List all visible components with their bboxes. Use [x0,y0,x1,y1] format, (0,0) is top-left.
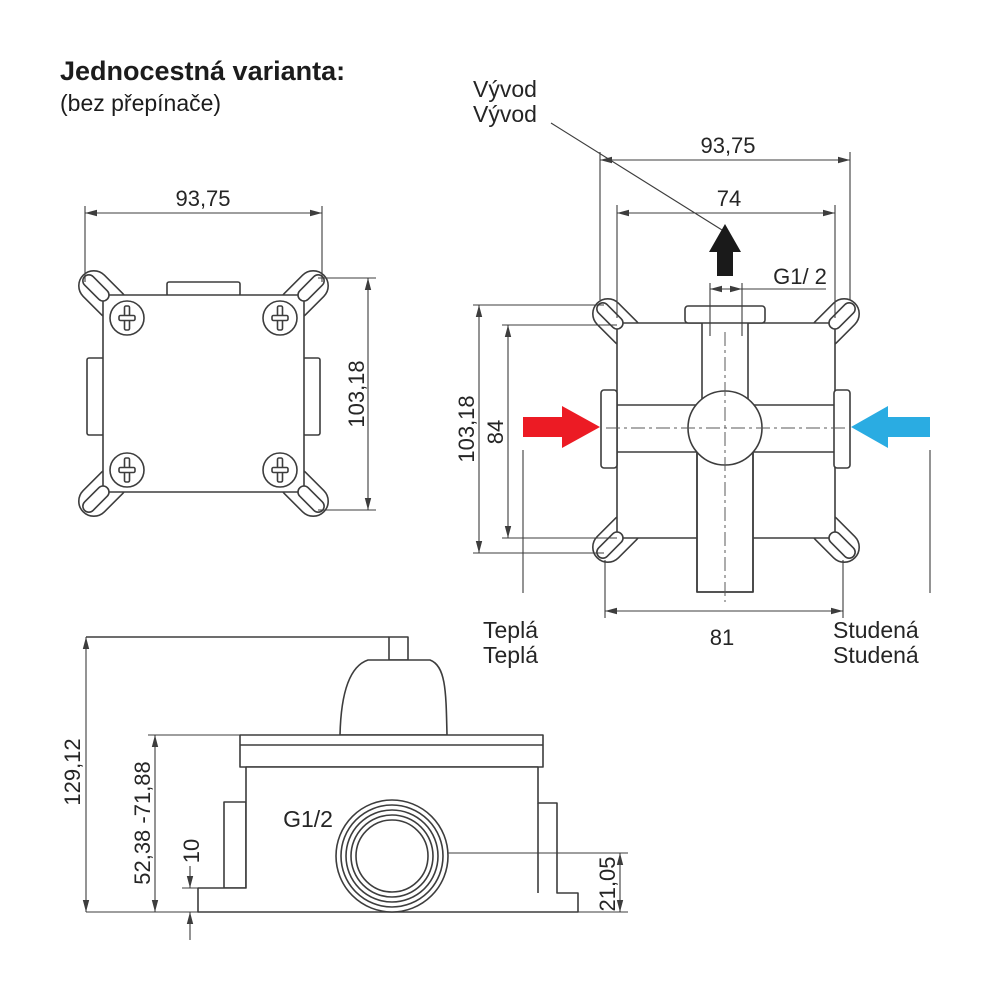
side-wing-left [223,801,247,889]
dim-step: 10 [179,839,204,863]
flow-view: Vývod Vývod Teplá Teplá Studená Studená … [454,76,931,668]
top-stub [388,636,409,661]
dim-port-height: 21,05 [595,856,620,911]
top-tab [166,281,241,297]
outlet-cap [684,305,766,324]
hot-inlet-flange [600,389,618,469]
hot-label: Teplá [483,642,538,668]
mounting-plate [102,294,305,493]
outlet-leader-line [550,122,723,231]
dim-overall-height: 103,18 [454,395,479,462]
flow-view-dimensions: 93,75 74 G1/ 2 103,18 84 81 [454,133,851,650]
dim-outlet-width: 74 [717,186,741,211]
phillips-screw-icon [109,300,298,488]
hot-label: Teplá [483,617,538,643]
cold-water-arrow-icon [851,406,930,448]
front-view: 93,75 103,18 [78,186,376,517]
port-thread-label: G1/2 [283,806,333,832]
dim-mount-depth-range: 52,38 -71,88 [130,761,155,885]
dim-bottom-width: 81 [710,625,734,650]
body-flange [239,734,544,768]
hot-water-arrow-icon [523,406,600,448]
front-view-dimensions: 93,75 103,18 [84,186,376,511]
outlet-label: Vývod [473,101,537,127]
cold-inlet-flange [833,389,851,469]
lug-slot [82,274,325,513]
side-tab-left [86,357,105,436]
page-subtitle: (bez přepínače) [60,90,221,116]
outlet-arrow-icon [709,224,741,276]
dim-screw-spacing: 84 [483,420,508,444]
outlet-label: Vývod [473,76,537,102]
dim-front-width: 93,75 [175,186,230,211]
dim-overall-height: 129,12 [60,738,85,805]
side-view: G1/2 129,12 52,38 -71,88 10 21,05 [60,636,628,940]
cold-label: Studená [833,642,919,668]
threaded-port [335,799,449,913]
dim-front-height: 103,18 [344,360,369,427]
dim-overall-width: 93,75 [700,133,755,158]
cold-label: Studená [833,617,919,643]
cartridge-dome [339,659,448,736]
side-view-dimensions: 129,12 52,38 -71,88 10 21,05 [60,637,628,940]
dim-outlet-thread: G1/ 2 [773,264,827,289]
side-tab-right [302,357,321,436]
page-title: Jednocestná varianta: [60,56,345,86]
